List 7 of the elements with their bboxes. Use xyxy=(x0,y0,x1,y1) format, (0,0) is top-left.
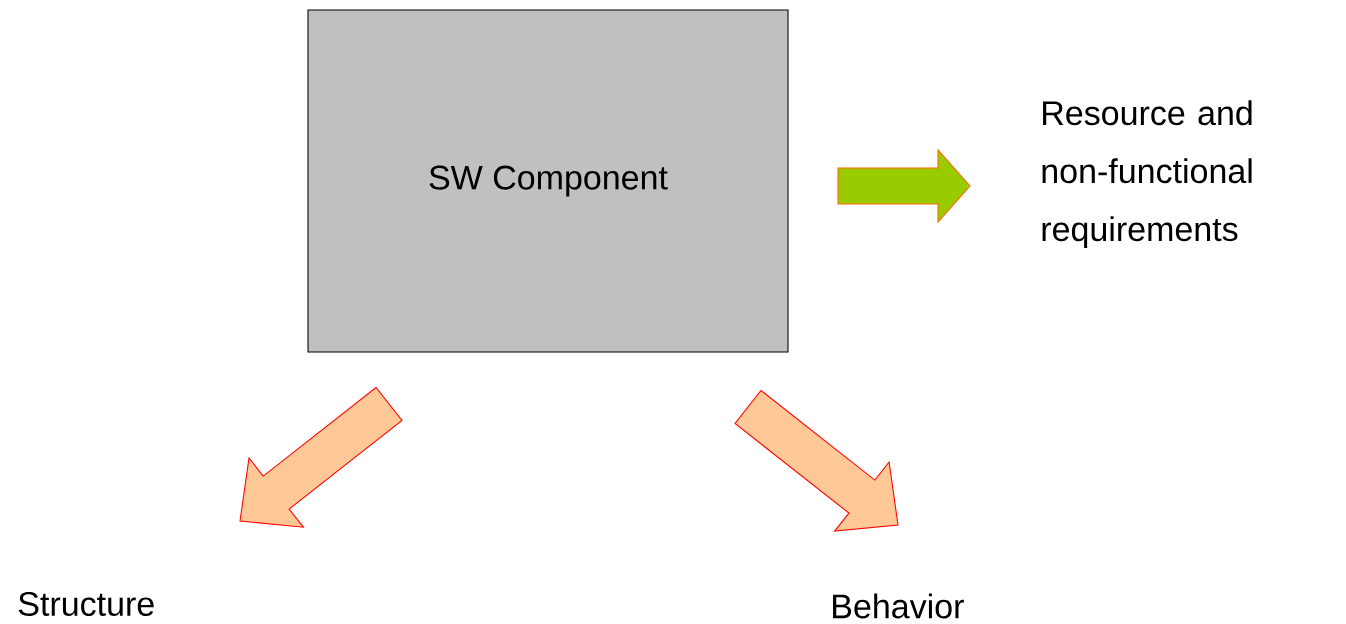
node-text: Resource and non-functional requirements xyxy=(1042,100,1252,248)
block-arrow xyxy=(239,386,403,528)
block-arrow xyxy=(837,148,971,224)
block-arrow xyxy=(734,389,899,532)
node-text: Behavior xyxy=(833,593,964,619)
component-box: SW Component xyxy=(307,9,789,353)
node-text: Structure xyxy=(18,591,154,617)
